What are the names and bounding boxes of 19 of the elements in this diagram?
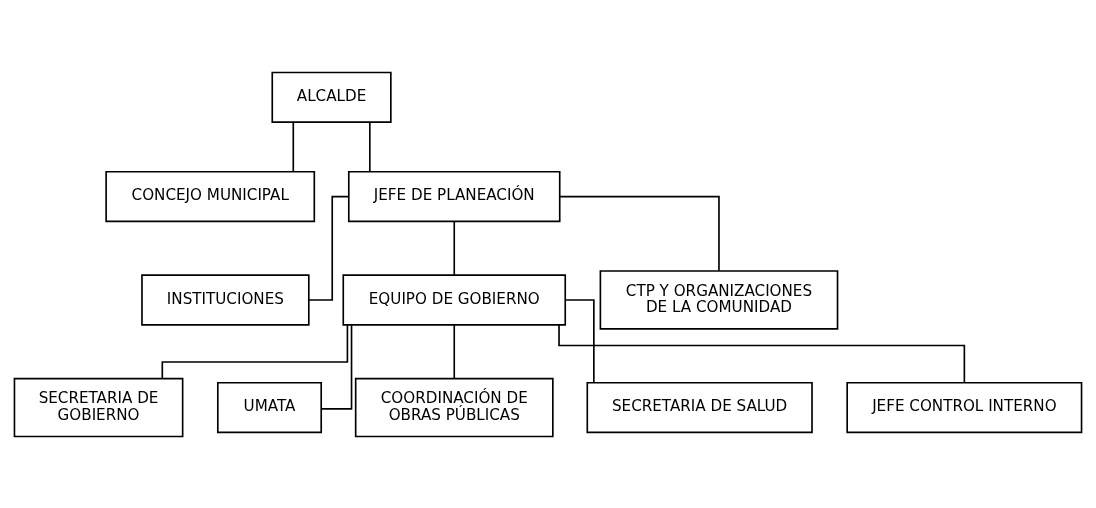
node-box: COORDINACIÓN DE OBRAS PÚBLICAS [354, 377, 554, 437]
connector [292, 121, 295, 172]
node-box: JEFE CONTROL INTERNO [846, 381, 1083, 433]
connector [453, 323, 456, 379]
connector [369, 121, 371, 172]
node-box: CONCEJO MUNICIPAL [105, 170, 316, 222]
node-box: INSTITUCIONES [141, 273, 310, 326]
connector [320, 323, 353, 410]
node-box: JEFE DE PLANEACIÓN [347, 170, 561, 222]
connector [453, 220, 456, 276]
connector [558, 323, 966, 383]
connector [559, 195, 720, 271]
connector [564, 298, 595, 383]
node-box: CTP Y ORGANIZACIONES DE LA COMUNIDAD [599, 269, 839, 330]
node-box: SECRETARIA DE SALUD [586, 381, 813, 433]
node-box: ALCALDE [271, 71, 392, 123]
node-box: SECRETARIA DE GOBIERNO [13, 377, 184, 437]
node-box: UMATA [217, 381, 323, 433]
node-box: EQUIPO DE GOBIERNO [342, 273, 567, 326]
